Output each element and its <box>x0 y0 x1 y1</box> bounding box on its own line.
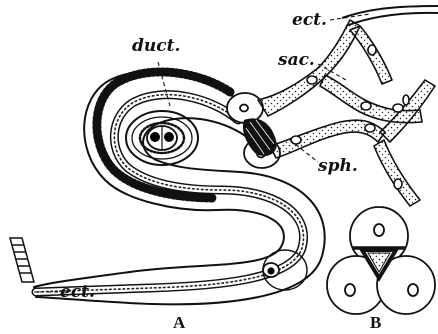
figure-b <box>327 207 435 314</box>
leader-lines <box>34 14 370 292</box>
panel-label-b: B <box>370 314 381 331</box>
panel-label-a: A <box>173 314 185 331</box>
ectoderm-band <box>342 6 438 26</box>
label-ect-top: ect. <box>292 12 327 29</box>
sac-network <box>258 20 435 206</box>
label-duct: duct. <box>132 38 180 55</box>
label-sph: sph. <box>318 158 358 175</box>
ectoderm-stub <box>10 238 34 282</box>
duct-nucleus <box>263 263 279 277</box>
central-nucleus <box>147 126 177 150</box>
label-ect-bottom: ect. <box>60 284 95 301</box>
label-sac: sac. <box>278 52 315 69</box>
